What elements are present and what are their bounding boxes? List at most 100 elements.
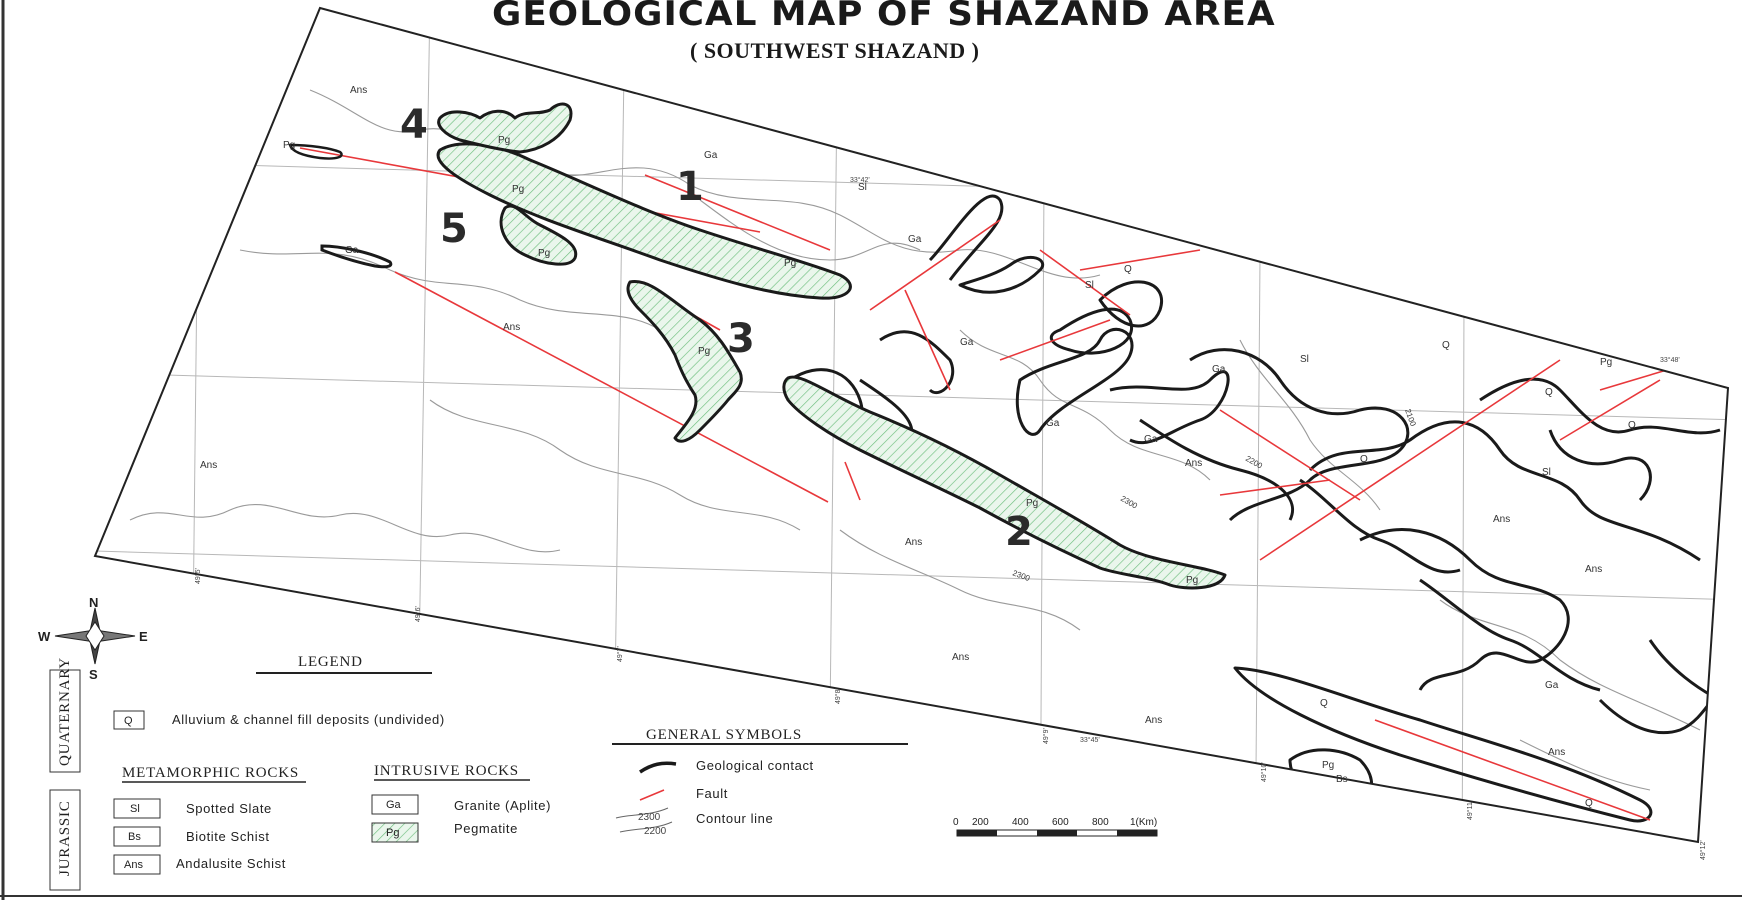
legend-label-q: Alluvium & channel fill deposits (undivi…: [172, 712, 445, 727]
pegmatite-body-4: [437, 102, 573, 154]
label-q: Q: [1442, 340, 1450, 351]
jurassic-period-box: [49, 789, 81, 891]
lon-label: 49°11': [1466, 801, 1474, 820]
contour-symbol-value-b: 2200: [644, 826, 667, 837]
metamorphic-rocks-title: METAMORPHIC ROCKS: [122, 765, 299, 781]
lat-label: 33°48': [1660, 356, 1680, 364]
label-q: Q: [1585, 798, 1593, 809]
label-ga: Ga: [960, 337, 974, 348]
pegmatite-body-5: [499, 204, 578, 266]
general-symbols: GENERAL SYMBOLS Geological contact Fault…: [612, 727, 908, 837]
site-number-2: 2: [1005, 509, 1033, 555]
lon-label: 49°6': [414, 606, 422, 622]
legend-swatch-ans: [113, 854, 161, 875]
contour-value: 2200: [1244, 454, 1264, 471]
quaternary-period-label: QUATERNARY: [57, 657, 73, 766]
contour-symbol-lower: [619, 821, 673, 833]
legend-code-ans: Ans: [124, 859, 143, 871]
compass-north: N: [89, 595, 98, 610]
label-ans: Ans: [200, 460, 217, 471]
contact-symbol: [639, 761, 677, 774]
lon-label: 49°5': [194, 568, 202, 584]
label-q: Q: [1360, 454, 1368, 465]
compass-south: S: [89, 667, 98, 682]
label-pg: Pg: [784, 258, 796, 269]
label-pg: Pg: [1026, 498, 1038, 509]
lon-label: 49°7': [616, 646, 624, 662]
compass-east: E: [139, 629, 148, 644]
label-sl: Sl: [1085, 280, 1094, 291]
label-q: Q: [1545, 387, 1553, 398]
scale-tick-label: 600: [1052, 817, 1069, 828]
site-number-1: 1: [676, 164, 704, 210]
pegmatite-body-3: [626, 280, 743, 443]
scale-bar: 0 200 400 600 800 1(Km): [953, 817, 1158, 837]
lat-label: 33°42': [850, 176, 870, 184]
site-number-3: 3: [727, 316, 755, 362]
label-pg: Pg: [283, 140, 295, 151]
site-number-4: 4: [400, 102, 428, 148]
pegmatite-body-2: [782, 375, 1227, 590]
contour-label: Contour line: [696, 811, 773, 826]
label-q: Q: [1124, 264, 1132, 275]
quaternary-period-box: [49, 669, 81, 773]
general-symbols-title: GENERAL SYMBOLS: [646, 727, 802, 743]
legend-label-sl: Spotted Slate: [186, 801, 272, 816]
label-pg: Pg: [1322, 760, 1334, 771]
lon-label: 49°9': [1042, 728, 1050, 744]
pegmatite-body-1: [436, 142, 852, 300]
label-pg: Pg: [512, 184, 524, 195]
label-pg: Pg: [498, 135, 510, 146]
legend-swatch-pg: [371, 822, 419, 843]
map-frame: [93, 6, 1730, 844]
granite-lens: [320, 244, 393, 269]
intrusive-rocks-title: INTRUSIVE ROCKS: [374, 763, 519, 779]
legend-label-pg: Pegmatite: [454, 821, 518, 836]
lat-label: 33°45': [1080, 736, 1100, 744]
contour-value: 2300: [1011, 568, 1031, 583]
rock-unit-labels: Ans Ans Ans Ans Ans Ans Ans Ans Ans Ans …: [200, 85, 1636, 809]
scale-segment: [957, 830, 997, 836]
label-q: Q: [1320, 698, 1328, 709]
grid-coordinate-labels: 33°42' 33°45' 33°48' 49°5' 49°6' 49°7' 4…: [194, 176, 1707, 860]
label-ga: Ga: [1545, 680, 1559, 691]
compass-center: [85, 621, 105, 651]
scale-tick-label: 1(Km): [1130, 817, 1157, 828]
scale-tick-label: 0: [953, 817, 959, 828]
label-ga: Ga: [1212, 364, 1226, 375]
map-subtitle: ( SOUTHWEST SHAZAND ): [690, 38, 980, 63]
map-title: GEOLOGICAL MAP OF SHAZAND AREA: [492, 0, 1276, 34]
label-ans: Ans: [1185, 458, 1202, 469]
label-ans: Ans: [1145, 715, 1162, 726]
pegmatite-lens-west: [288, 143, 343, 160]
fault-label: Fault: [696, 786, 728, 801]
geological-contacts: [788, 194, 1722, 823]
legend-code-bs: Bs: [128, 831, 141, 843]
legend-label-bs: Biotite Schist: [186, 829, 270, 844]
jurassic-period-label: JURASSIC: [57, 800, 73, 876]
legend-swatch-q: [113, 710, 145, 730]
legend-code-q: Q: [124, 715, 133, 727]
compass-rose: N S E W: [38, 595, 148, 682]
lon-label: 49°10': [1260, 762, 1268, 782]
label-q: Q: [1628, 420, 1636, 431]
label-sl: Sl: [1542, 467, 1551, 478]
scale-segment: [1037, 830, 1077, 836]
label-ga: Ga: [908, 234, 922, 245]
label-ga: Ga: [345, 245, 359, 256]
legend-swatch-ga: [371, 794, 419, 815]
label-bs: Bs: [1336, 774, 1348, 785]
contour-symbol-value-a: 2300: [638, 812, 661, 823]
legend-label-ga: Granite (Aplite): [454, 798, 551, 813]
legend-swatch-bs: [113, 826, 161, 847]
label-ga: Ga: [1046, 418, 1060, 429]
label-ans: Ans: [1585, 564, 1602, 575]
label-sl: Sl: [1300, 354, 1309, 365]
label-ans: Ans: [952, 652, 969, 663]
contact-label: Geological contact: [696, 758, 814, 773]
scale-tick-label: 200: [972, 817, 989, 828]
label-pg: Pg: [538, 248, 550, 259]
label-ans: Ans: [1548, 747, 1565, 758]
legend-label-ans: Andalusite Schist: [176, 856, 286, 871]
